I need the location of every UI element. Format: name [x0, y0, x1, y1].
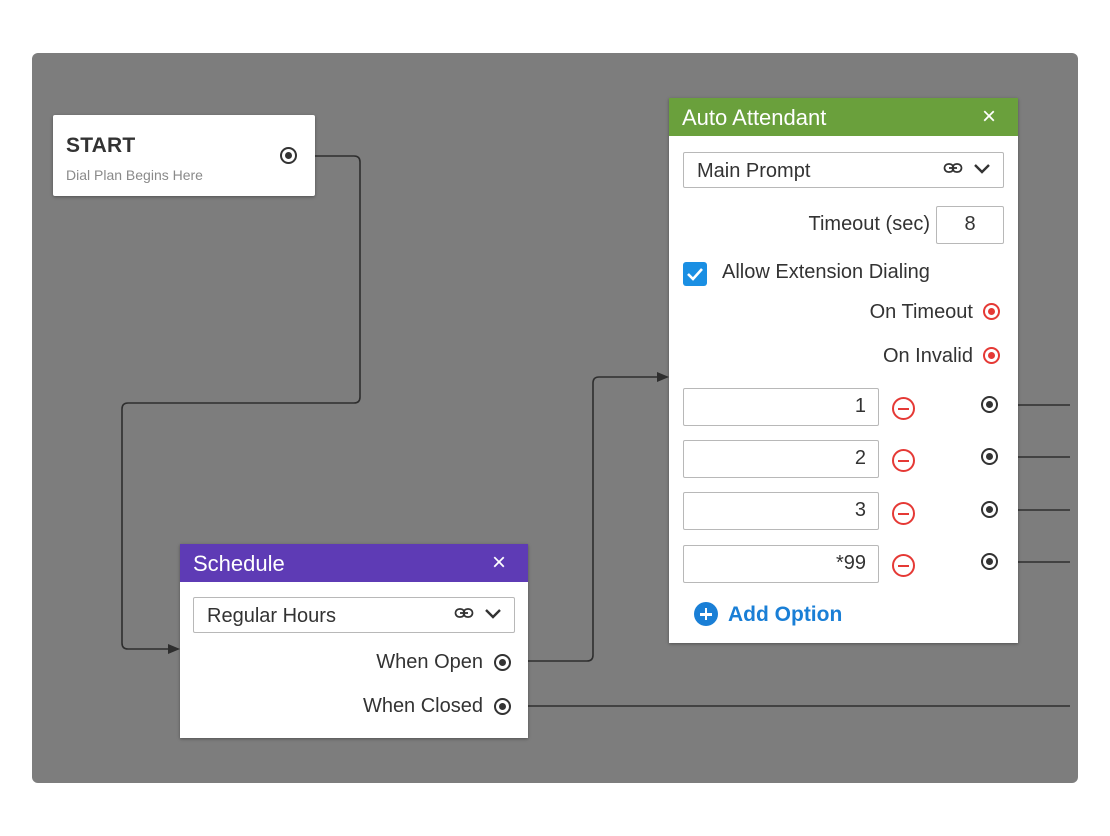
allow-extension-checkbox[interactable]	[683, 262, 707, 286]
remove-option-3-icon[interactable]	[892, 502, 915, 525]
link-icon[interactable]	[943, 161, 963, 175]
prompt-select-value: Main Prompt	[697, 160, 811, 182]
schedule-select-value: Regular Hours	[207, 605, 336, 627]
when-open-port[interactable]	[494, 654, 511, 671]
schedule-title: Schedule	[193, 551, 285, 576]
option-3-port[interactable]	[981, 501, 998, 518]
schedule-header: Schedule ×	[180, 544, 528, 582]
chevron-down-icon[interactable]	[973, 163, 991, 175]
add-option-label: Add Option	[728, 603, 843, 626]
allow-extension-label: Allow Extension Dialing	[722, 261, 930, 283]
option-input-3[interactable]: 3	[683, 492, 879, 530]
schedule-select[interactable]: Regular Hours	[193, 597, 515, 633]
when-open-label: When Open	[376, 651, 483, 673]
remove-option-4-icon[interactable]	[892, 554, 915, 577]
auto-attendant-close-button[interactable]: ×	[981, 103, 996, 130]
schedule-close-button[interactable]: ×	[491, 549, 506, 576]
auto-attendant-node[interactable]: Auto Attendant × Main Prompt Timeout (se…	[669, 98, 1018, 643]
start-title: START	[66, 134, 136, 157]
option-input-4[interactable]: *99	[683, 545, 879, 583]
option-4-port[interactable]	[981, 553, 998, 570]
auto-attendant-header: Auto Attendant ×	[669, 98, 1018, 136]
when-closed-label: When Closed	[362, 695, 483, 717]
start-output-port[interactable]	[280, 147, 297, 164]
start-node[interactable]: START Dial Plan Begins Here	[53, 115, 315, 196]
add-circle-icon	[694, 602, 718, 626]
on-timeout-port[interactable]	[983, 303, 1000, 320]
checkmark-icon	[687, 268, 703, 281]
when-closed-port[interactable]	[494, 698, 511, 715]
on-invalid-port[interactable]	[983, 347, 1000, 364]
option-input-2[interactable]: 2	[683, 440, 879, 478]
timeout-label: Timeout (sec)	[808, 213, 930, 235]
option-input-1[interactable]: 1	[683, 388, 879, 426]
option-2-port[interactable]	[981, 448, 998, 465]
on-timeout-label: On Timeout	[869, 301, 973, 323]
auto-attendant-title: Auto Attendant	[682, 105, 827, 130]
chevron-down-icon[interactable]	[484, 608, 502, 620]
start-subtitle: Dial Plan Begins Here	[66, 167, 203, 183]
remove-option-1-icon[interactable]	[892, 397, 915, 420]
prompt-select[interactable]: Main Prompt	[683, 152, 1004, 188]
on-invalid-label: On Invalid	[882, 345, 973, 367]
remove-option-2-icon[interactable]	[892, 449, 915, 472]
link-icon[interactable]	[454, 606, 474, 620]
timeout-input[interactable]: 8	[936, 206, 1004, 244]
schedule-node[interactable]: Schedule × Regular Hours When Open When …	[180, 544, 528, 738]
option-1-port[interactable]	[981, 396, 998, 413]
